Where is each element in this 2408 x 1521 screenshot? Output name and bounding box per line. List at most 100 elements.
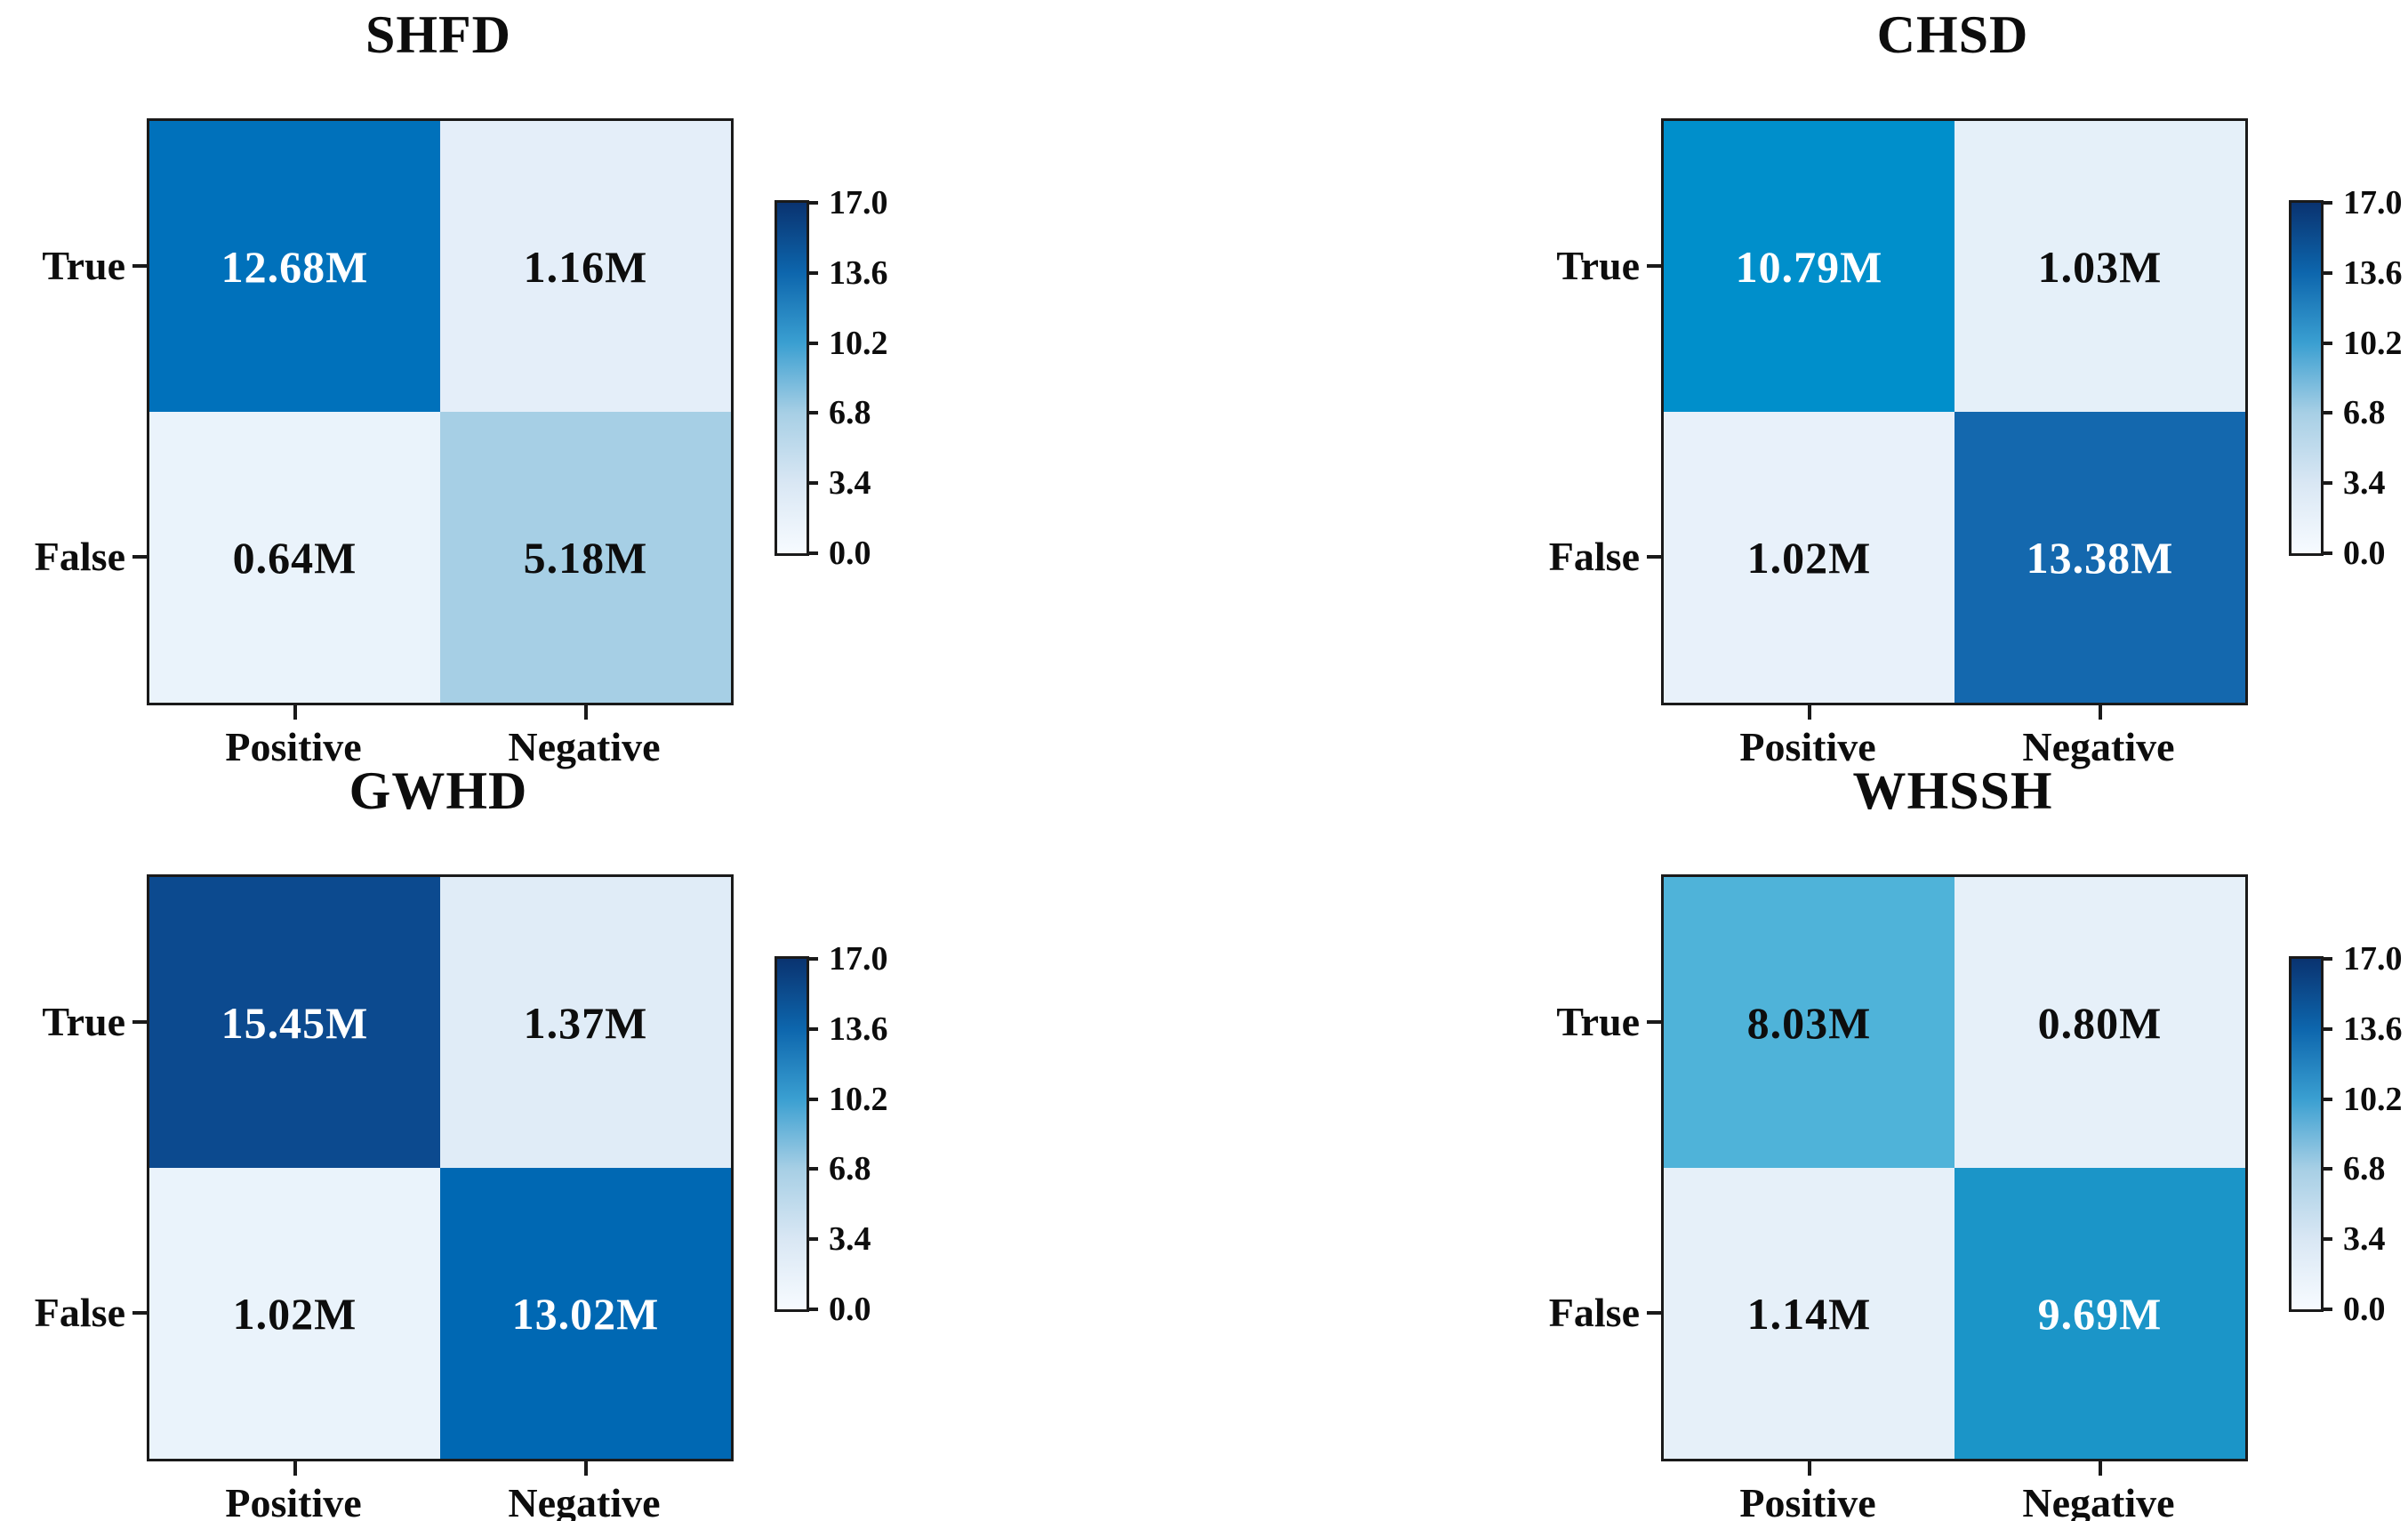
y-axis-label-false: False: [1548, 534, 1640, 579]
colorbar-tick-mark: [807, 1097, 818, 1101]
colorbar-tick-mark: [2321, 957, 2332, 961]
colorbar-tick-mark: [807, 1167, 818, 1171]
colorbar-tick-mark: [2321, 481, 2332, 486]
colorbar-tick: 6.8: [2321, 396, 2386, 430]
y-axis-tick-mark: [132, 1020, 147, 1024]
confusion-matrix: 8.03M 0.80M 1.14M 9.69M: [1661, 874, 2248, 1461]
colorbar-tick-label: 6.8: [829, 1150, 871, 1188]
colorbar-tick-label: 6.8: [2343, 1150, 2386, 1188]
colorbar-tick-label: 3.4: [829, 1220, 871, 1259]
panel-title: SHFD: [365, 5, 512, 64]
colorbar-tick-label: 0.0: [829, 1291, 871, 1328]
colorbar-tick-mark: [2321, 341, 2332, 345]
y-axis-tick-mark: [1647, 264, 1661, 268]
colorbar-gradient: [777, 203, 807, 553]
colorbar-tick-label: 0.0: [829, 535, 871, 572]
colorbar-tick-mark: [2321, 270, 2332, 275]
colorbar: 17.0 13.6 10.2 6.8 3.4 0.0: [2289, 186, 2403, 570]
colorbar-tick: 6.8: [807, 396, 871, 430]
x-axis-tick-mark: [293, 705, 297, 720]
y-axis-tick-mark: [132, 555, 147, 559]
colorbar-tick-label: 6.8: [2343, 394, 2386, 432]
cell-false-negative: 13.02M: [440, 1168, 731, 1459]
colorbar-tick-mark: [2321, 1237, 2332, 1242]
colorbar-tick: 6.8: [807, 1152, 871, 1186]
cell-true-negative: 1.03M: [1954, 121, 2245, 412]
cell-true-negative: 0.80M: [1954, 877, 2245, 1168]
colorbar-ticks: 17.0 13.6 10.2 6.8 3.4 0.0: [777, 186, 888, 570]
cell-true-positive: 12.68M: [149, 121, 440, 412]
cell-true-positive: 8.03M: [1664, 877, 1954, 1168]
colorbar-tick-mark: [807, 481, 818, 486]
colorbar: 17.0 13.6 10.2 6.8 3.4 0.0: [775, 186, 888, 570]
colorbar-gradient: [2292, 203, 2321, 553]
cell-false-positive: 1.14M: [1664, 1168, 1954, 1459]
x-axis-tick-mark: [293, 1461, 297, 1476]
colorbar-tick-label: 3.4: [2343, 1220, 2386, 1259]
x-axis-label-negative: Negative: [2022, 724, 2175, 769]
y-axis-tick-mark: [132, 1311, 147, 1315]
colorbar-tick: 6.8: [2321, 1152, 2386, 1186]
colorbar-tick-label: 13.6: [829, 1010, 888, 1048]
colorbar-tick-label: 13.6: [2343, 254, 2403, 292]
colorbar-tick-label: 13.6: [829, 254, 888, 292]
y-axis-label-true: True: [1556, 243, 1640, 288]
colorbar-tick-label: 0.0: [2343, 1291, 2386, 1328]
colorbar-tick-label: 10.2: [829, 324, 888, 362]
y-axis-label-true: True: [42, 243, 125, 288]
colorbar-tick-label: 17.0: [2343, 940, 2403, 978]
colorbar-tick-mark: [807, 341, 818, 345]
y-axis-tick-mark: [1647, 1311, 1661, 1315]
colorbar-tick: 13.6: [2321, 256, 2403, 290]
colorbar-tick-label: 10.2: [2343, 324, 2403, 362]
panel-title: CHSD: [1876, 5, 2029, 64]
colorbar-tick: 3.4: [2321, 1222, 2386, 1256]
colorbar-tick-mark: [807, 1308, 818, 1311]
colorbar-tick: 17.0: [807, 186, 888, 220]
y-axis-label-true: True: [1556, 999, 1640, 1044]
colorbar-tick: 0.0: [2321, 536, 2386, 570]
x-axis-label-positive: Positive: [225, 724, 362, 769]
cell-true-positive: 15.45M: [149, 877, 440, 1168]
x-axis-label-positive: Positive: [1739, 1480, 1876, 1521]
colorbar-tick-mark: [2321, 1097, 2332, 1101]
colorbar-tick-label: 6.8: [829, 394, 871, 432]
colorbar-tick: 13.6: [2321, 1012, 2403, 1046]
cell-false-positive: 1.02M: [149, 1168, 440, 1459]
colorbar-tick-mark: [807, 1237, 818, 1242]
x-axis-tick-mark: [2099, 1461, 2102, 1476]
colorbar-tick: 17.0: [807, 942, 888, 976]
confusion-matrix: 12.68M 1.16M 0.64M 5.18M: [147, 118, 734, 705]
x-axis-tick-mark: [584, 1461, 588, 1476]
colorbar-tick: 17.0: [2321, 186, 2403, 220]
x-axis-label-positive: Positive: [225, 1480, 362, 1521]
colorbar-ticks: 17.0 13.6 10.2 6.8 3.4 0.0: [777, 942, 888, 1326]
colorbar-tick-label: 3.4: [829, 464, 871, 503]
y-axis-label-false: False: [34, 1290, 125, 1335]
colorbar-tick-label: 17.0: [829, 940, 888, 978]
colorbar-tick: 10.2: [2321, 326, 2403, 360]
colorbar-tick-mark: [807, 270, 818, 275]
colorbar-tick-mark: [2321, 201, 2332, 205]
panel-title: WHSSH: [1852, 761, 2053, 820]
y-axis-tick-mark: [132, 264, 147, 268]
y-axis-tick-mark: [1647, 1020, 1661, 1024]
colorbar-tick-mark: [807, 1026, 818, 1031]
colorbar-tick-mark: [807, 411, 818, 415]
colorbar-tick: 0.0: [2321, 1292, 2386, 1326]
colorbar-tick-label: 0.0: [2343, 535, 2386, 572]
cell-true-negative: 1.16M: [440, 121, 731, 412]
cell-false-positive: 0.64M: [149, 412, 440, 703]
colorbar-tick-label: 17.0: [2343, 184, 2403, 221]
colorbar-tick-label: 3.4: [2343, 464, 2386, 503]
colorbar-tick-mark: [2321, 411, 2332, 415]
colorbar-tick-label: 10.2: [829, 1080, 888, 1118]
colorbar-tick-label: 17.0: [829, 184, 888, 221]
colorbar-tick-mark: [2321, 551, 2332, 555]
colorbar-tick-mark: [2321, 1167, 2332, 1171]
